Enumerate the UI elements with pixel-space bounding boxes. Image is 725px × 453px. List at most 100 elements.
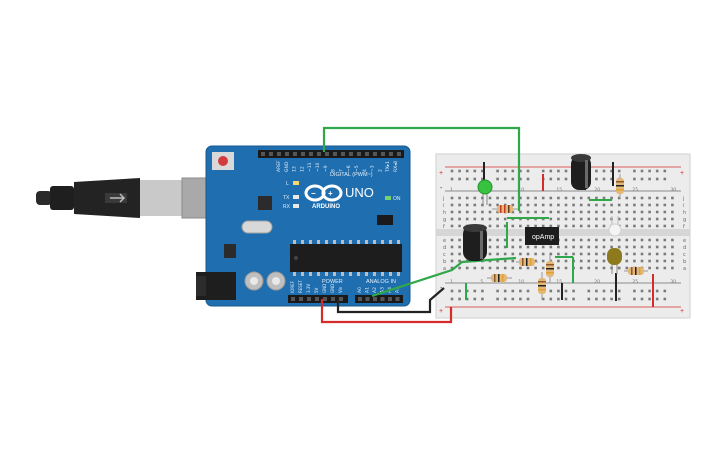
header-pin[interactable] [299, 297, 303, 301]
components: opAmp [463, 154, 648, 300]
on-led [385, 196, 391, 200]
header-pin[interactable] [315, 297, 319, 301]
svg-text:−: − [311, 189, 316, 198]
usb-icon [110, 193, 126, 203]
digital-pin-label: ~5 [354, 165, 360, 172]
header-pin[interactable] [307, 297, 311, 301]
header-pin[interactable] [380, 297, 385, 301]
header-pin[interactable] [301, 152, 305, 156]
header-pin[interactable] [397, 152, 401, 156]
header-pin[interactable] [365, 297, 370, 301]
header-pin[interactable] [309, 152, 313, 156]
icsp-header [377, 215, 393, 225]
analog-pin-label: A5 [395, 287, 401, 293]
resistor [516, 258, 538, 266]
header-pin[interactable] [269, 152, 273, 156]
column-number: 20 [594, 187, 600, 193]
row-letter: c [683, 252, 686, 258]
header-pin[interactable] [323, 297, 327, 301]
brand-text: ARDUINO [312, 204, 340, 210]
analog-pin-label: A3 [380, 287, 386, 293]
arduino-logo-icon: − + [304, 184, 343, 202]
digital-pin-label: GND [284, 161, 290, 172]
header-pin[interactable] [389, 152, 393, 156]
analog-pin-label: A2 [372, 287, 378, 293]
header-pin[interactable] [381, 152, 385, 156]
green-wire-analog-to-opamp [371, 256, 517, 298]
column-number: 5 [480, 279, 483, 285]
rail-plus-label: + [439, 170, 443, 177]
black-wire-gnd [336, 287, 445, 314]
header-pin[interactable] [331, 297, 335, 301]
header-pin[interactable] [373, 152, 377, 156]
row-letter: j [682, 196, 684, 202]
power-pin-label: IOREF [290, 280, 295, 293]
digital-pin-label: 12 [299, 166, 305, 172]
column-number: 30 [670, 279, 676, 285]
green-led [477, 179, 493, 205]
rail-plus-label: + [680, 170, 684, 177]
resistor [624, 267, 648, 275]
header-pin[interactable] [349, 152, 353, 156]
header-pin[interactable] [341, 152, 345, 156]
analog-header [355, 295, 403, 303]
header-pin[interactable] [293, 152, 297, 156]
digital-pin-label: 8 [331, 169, 337, 172]
column-number: 25 [632, 187, 638, 193]
header-pin[interactable] [277, 152, 281, 156]
row-letter: g [443, 217, 446, 223]
row-letter: b [443, 259, 446, 265]
column-number: 20 [594, 279, 600, 285]
header-pin[interactable] [395, 297, 400, 301]
row-letter: b [683, 259, 686, 265]
digital-pin-label: TX▸1 [385, 161, 391, 173]
column-number: 10 [518, 187, 524, 193]
analog-pin-label: A1 [365, 287, 371, 293]
digital-pin-label: ~6 [346, 165, 352, 172]
voltage-regulator [224, 244, 236, 258]
rail-plus-label: + [680, 308, 684, 315]
header-pin[interactable] [388, 297, 392, 301]
header-pin[interactable] [291, 297, 295, 301]
red-wire-5v [320, 299, 453, 324]
row-letter: d [683, 245, 686, 251]
resistor [538, 272, 546, 300]
header-pin[interactable] [357, 152, 361, 156]
svg-text:+: + [328, 189, 333, 198]
header-pin[interactable] [325, 152, 329, 156]
digital-pin-label: AREF [276, 160, 282, 172]
header-pin[interactable] [358, 297, 362, 301]
row-letter: e [443, 238, 446, 244]
opamp-label: opAmp [532, 234, 554, 241]
power-label: POWER [322, 279, 343, 285]
header-pin[interactable] [373, 297, 377, 301]
digital-pin-label: 4 [362, 169, 368, 172]
header-pin[interactable] [365, 152, 369, 156]
header-pin[interactable] [339, 297, 343, 301]
column-number: 10 [518, 279, 524, 285]
power-pin-label: GND [322, 284, 327, 293]
digital-pin-label: ~9 [323, 165, 329, 172]
green-wire-digital-to-breadboard [322, 126, 521, 211]
rail-minus-label: - [440, 285, 443, 292]
power-pin-label: 5V [314, 287, 319, 293]
column-number: 15 [556, 279, 562, 285]
digital-pin-label: 7 [338, 169, 344, 172]
yellow-led [607, 248, 622, 274]
rail-plus-label: + [439, 308, 443, 315]
l-led-label: L [286, 181, 289, 187]
digital-pin-label: RX◂0 [393, 161, 399, 172]
header-pin[interactable] [261, 152, 265, 156]
atmega-chip [290, 244, 402, 272]
model-text: UNO [345, 185, 374, 200]
power-pin-label: GND [330, 284, 335, 293]
column-number: 30 [670, 187, 676, 193]
row-letter: f [683, 224, 685, 230]
on-label: ON [393, 196, 401, 202]
header-pin[interactable] [285, 152, 289, 156]
opamp-chip: opAmp [525, 227, 559, 245]
row-letter: e [683, 238, 686, 244]
header-pin[interactable] [317, 152, 321, 156]
header-pin[interactable] [333, 152, 337, 156]
power-pin-label: Vin [338, 286, 343, 293]
